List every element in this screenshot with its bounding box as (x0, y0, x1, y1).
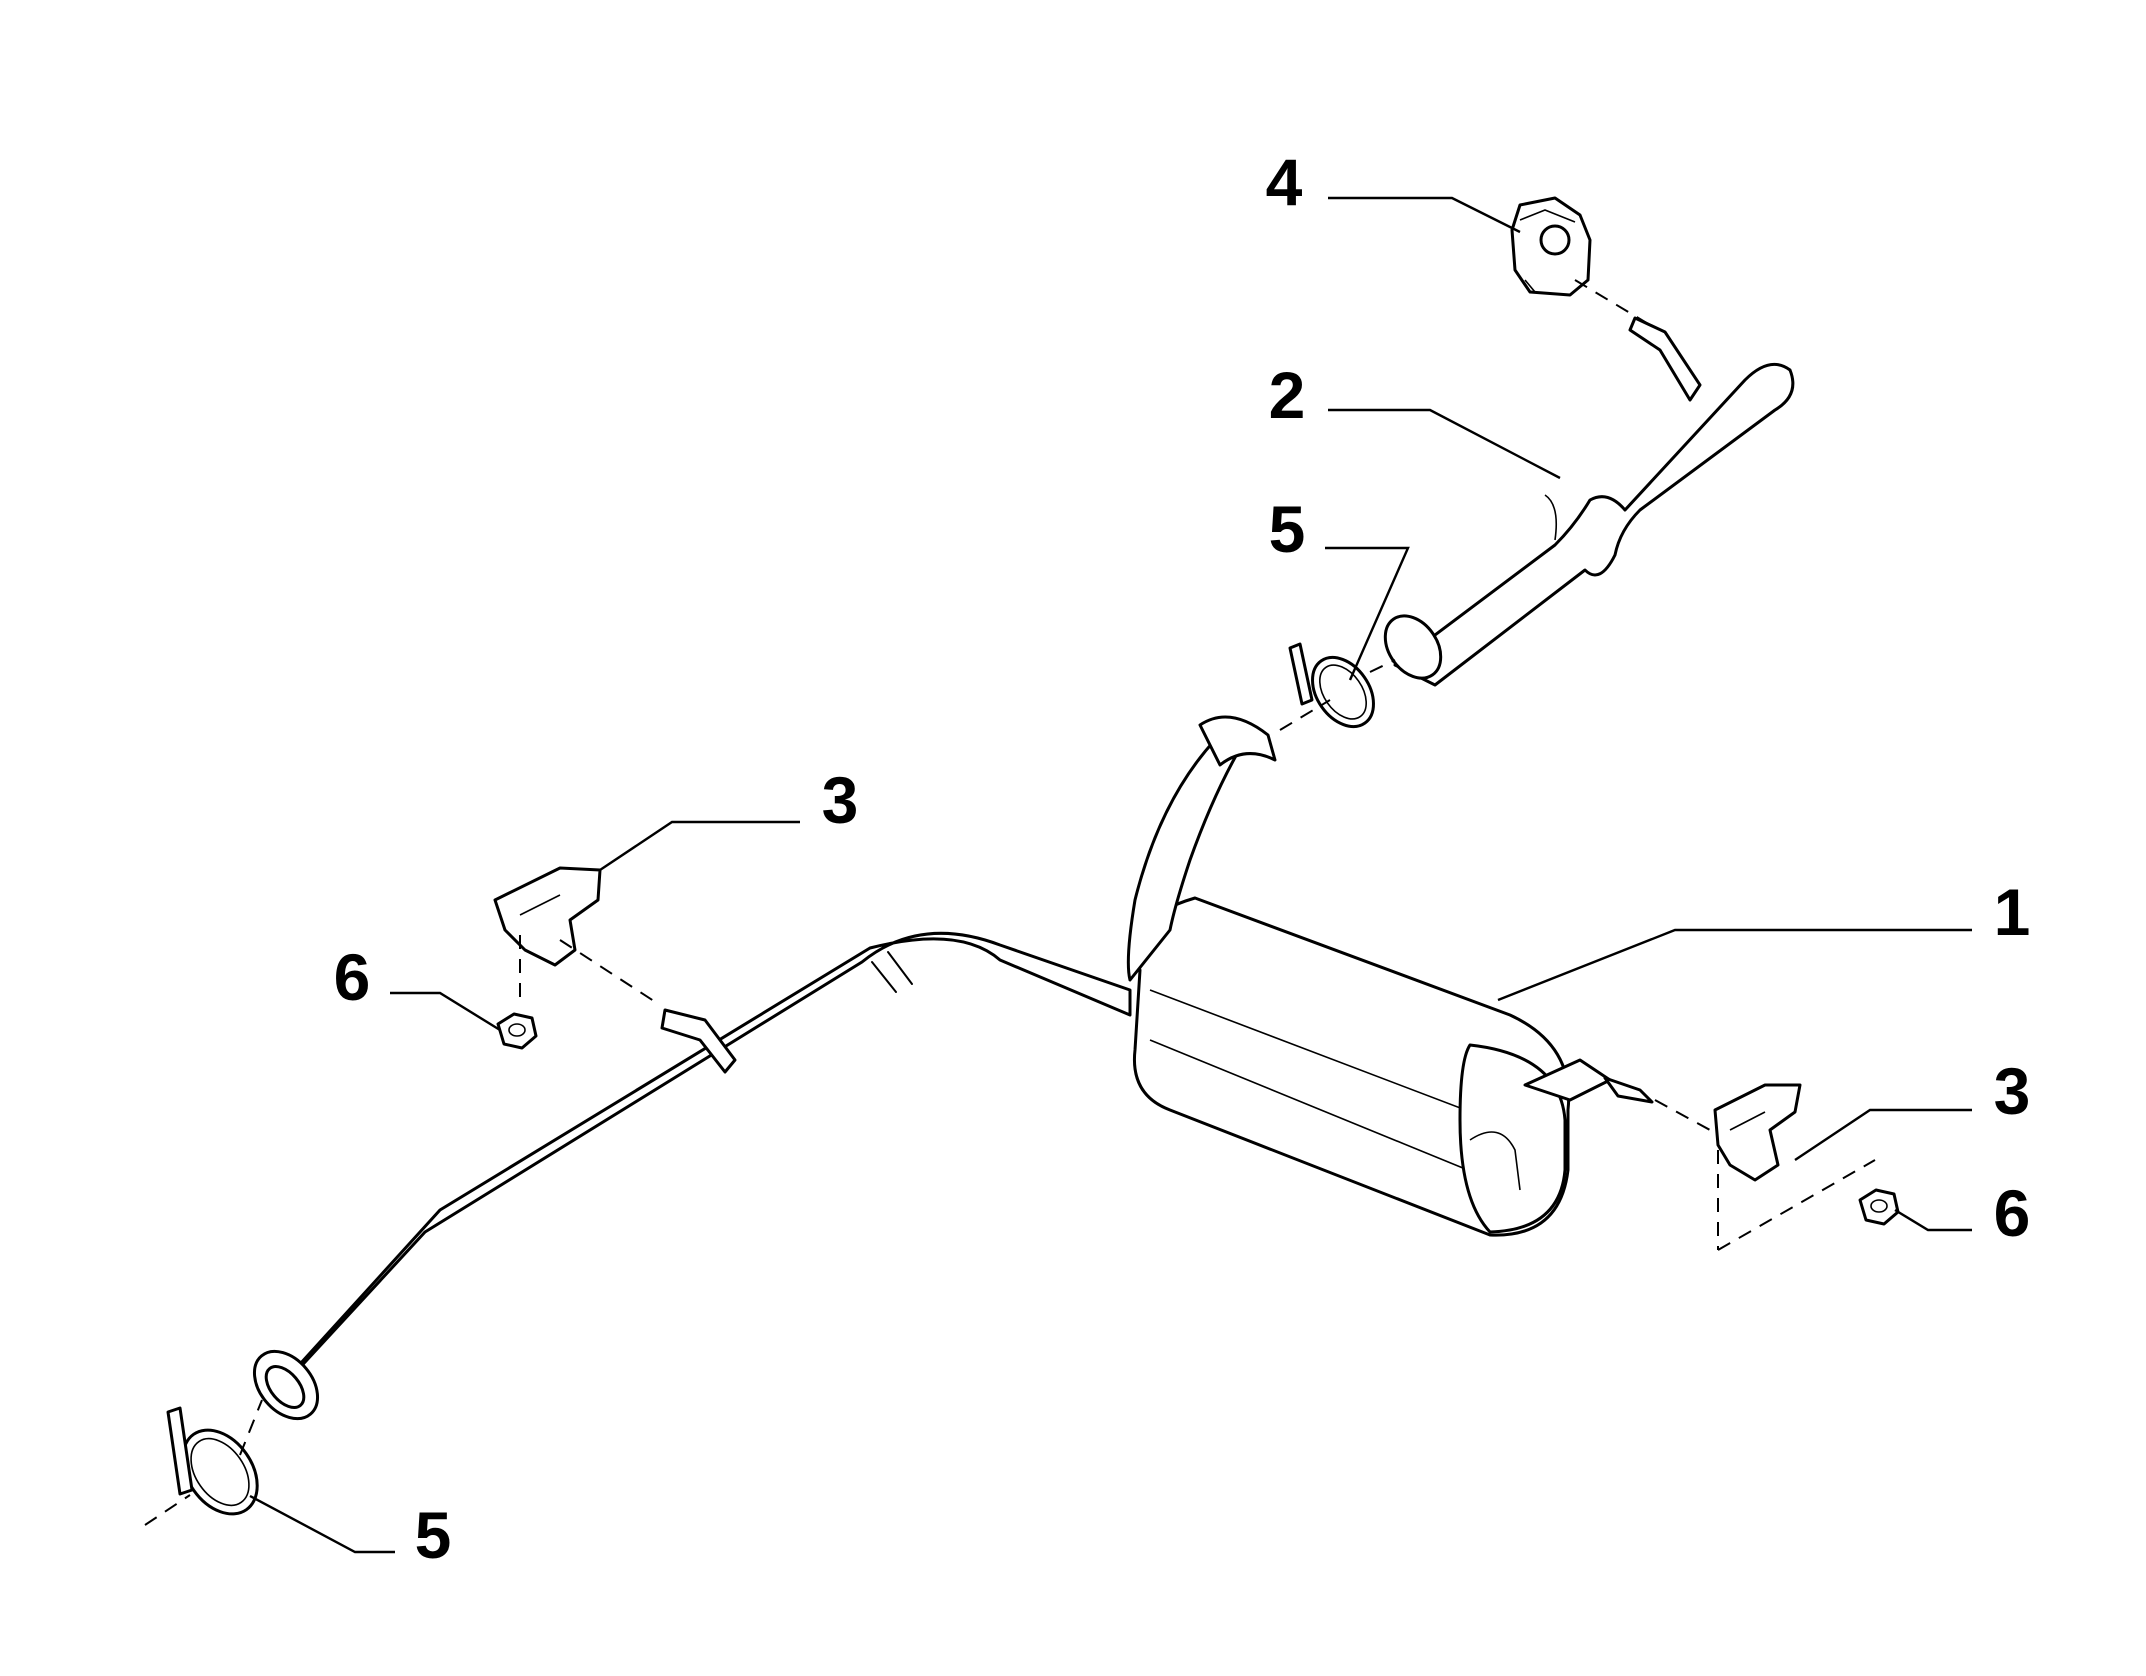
tail-pipe (1383, 316, 1795, 687)
callout-3-left: 3 (822, 763, 859, 837)
clamp-lower (166, 1406, 259, 1516)
callout-5-upper: 5 (1269, 492, 1306, 566)
callout-1: 1 (1994, 875, 2031, 949)
rear-muffler (1126, 715, 1654, 1237)
leader-lines (249, 196, 1972, 1554)
callouts: 1 2 3 3 4 5 5 6 6 (334, 145, 2031, 1572)
callout-4: 4 (1266, 145, 1303, 219)
hanger-bracket-right (1713, 1083, 1802, 1182)
callout-3-right: 3 (1994, 1054, 2031, 1128)
hanger-bracket-left (493, 866, 737, 1074)
nut-right (1858, 1188, 1900, 1226)
callout-2: 2 (1269, 358, 1306, 432)
rubber-mount (1510, 196, 1592, 297)
clamp-upper (1288, 642, 1375, 729)
callout-6-left: 6 (334, 940, 371, 1014)
front-pipe (252, 931, 1132, 1421)
assembly-lines (144, 279, 1876, 1526)
callout-5-lower: 5 (415, 1498, 452, 1572)
callout-6-right: 6 (1994, 1176, 2031, 1250)
nut-left (496, 1012, 538, 1050)
